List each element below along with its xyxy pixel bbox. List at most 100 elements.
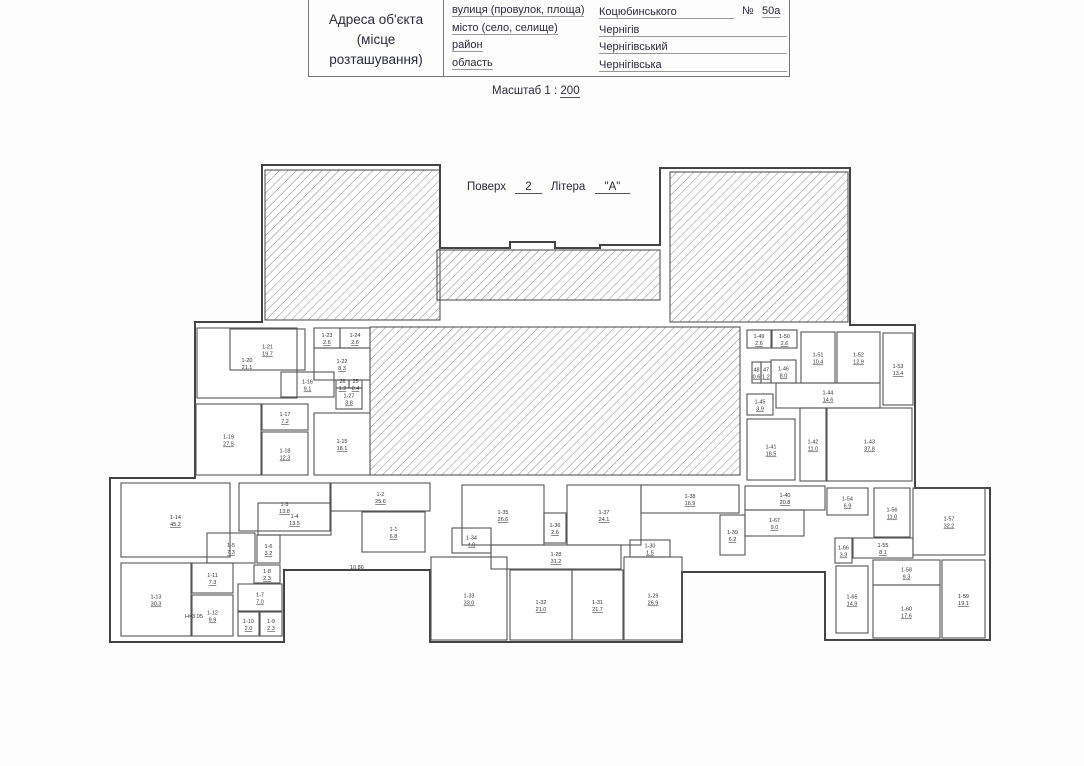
room-outline — [280, 371, 335, 398]
room-1-67: 1-679.0 — [744, 509, 805, 537]
room-outline — [191, 594, 234, 637]
room-area: 6.8 — [390, 534, 398, 540]
corridor-dimension: 10.86 — [350, 565, 364, 571]
room-area: 2.6 — [351, 340, 359, 346]
room-number: 1-6 — [265, 544, 273, 550]
room-outline — [800, 331, 836, 384]
room-1-66: 1-663.3 — [834, 537, 853, 564]
room-outline — [826, 487, 869, 516]
room-area: 6.2 — [729, 537, 737, 543]
city-value: Чернігів — [599, 24, 787, 37]
room-1-24: 1-242.6 — [339, 327, 371, 349]
room-outline — [261, 431, 309, 476]
room-number: 1-13 — [150, 595, 161, 601]
room-area: 3.8 — [345, 401, 353, 407]
region-row: область Чернігівська — [452, 55, 787, 73]
room-area: 7.0 — [256, 600, 264, 606]
room-number: 1-27 — [343, 394, 354, 400]
room-area: 9.0 — [771, 525, 779, 531]
room-area: 7.2 — [281, 419, 289, 425]
room-outline — [430, 556, 508, 641]
room-number: 1-35 — [497, 510, 508, 516]
room-outline — [259, 611, 283, 637]
room-outline — [744, 509, 805, 537]
room-number: 1-16 — [302, 380, 313, 386]
room-area: 1.5 — [646, 551, 654, 557]
room-outline — [835, 565, 869, 634]
district-label: район — [452, 39, 483, 52]
room-number: 1-30 — [644, 544, 655, 550]
room-1-4: 1-413.5 — [257, 502, 332, 536]
room-48: 480.6 — [751, 361, 762, 384]
room-area: 2.6 — [755, 341, 763, 347]
room-area: 2.3 — [263, 576, 271, 582]
room-number: 1-2 — [377, 492, 385, 498]
letter-value: "А" — [594, 181, 631, 194]
room-number: 1-42 — [807, 440, 818, 446]
room-area: 13.5 — [289, 521, 300, 527]
room-area: 21.7 — [592, 607, 603, 613]
room-outline — [629, 539, 671, 558]
room-number: 1-66 — [838, 546, 849, 552]
room-area: 12.3 — [280, 456, 291, 462]
room-area: 32.2 — [944, 524, 955, 530]
city-row: місто (село, селище) Чернігів — [452, 20, 787, 38]
room-area: 2.6 — [781, 341, 789, 347]
other-owner-areas — [264, 169, 849, 476]
rooms: 1-16.81-225.61-313.81-413.51-57.31-63.21… — [120, 327, 986, 641]
room-area: 13.8 — [279, 509, 290, 515]
room-area: 2.6 — [323, 340, 331, 346]
city-label: місто (село, селище) — [452, 22, 558, 35]
street-value: Коцюбинського — [599, 6, 734, 19]
room-area: 24.1 — [599, 517, 610, 523]
room-outline — [834, 537, 853, 564]
room-number: 1-15 — [336, 439, 347, 445]
room-number: 1-46 — [778, 367, 789, 373]
room-number: 1-4 — [291, 514, 299, 520]
room-area: 14.9 — [847, 602, 858, 608]
room-1-7: 1-77.0 — [237, 583, 283, 612]
room-number: 1-50 — [779, 334, 790, 340]
room-outline — [361, 511, 426, 553]
room-number: 1-22 — [336, 359, 347, 365]
room-1-1: 1-16.8 — [361, 511, 426, 553]
room-area: 21.0 — [536, 607, 547, 613]
number-label: № — [742, 5, 754, 17]
room-1-11: 1-117.3 — [191, 562, 234, 594]
room-area: 45.2 — [170, 522, 181, 528]
room-number: 1-43 — [864, 440, 875, 446]
room-area: 31.2 — [551, 559, 562, 565]
room-number: 1-23 — [321, 333, 332, 339]
region-value: Чернігівська — [599, 59, 787, 72]
room-area: 0.4 — [352, 386, 360, 392]
room-area: 37.8 — [864, 447, 875, 453]
room-outline — [872, 584, 941, 639]
room-area: 3.3 — [840, 553, 848, 559]
room-number: 1-38 — [684, 494, 695, 500]
room-outline — [120, 482, 231, 558]
room-area: 8.3 — [338, 366, 346, 372]
room-area: 19.7 — [262, 352, 273, 358]
address-subtitle: (місце розташування) — [329, 32, 423, 67]
room-area: 19.1 — [958, 601, 969, 607]
address-table: Адреса об'єкта (місце розташування) вули… — [308, 0, 790, 77]
room-1-2: 1-225.6 — [330, 482, 431, 512]
room-number: 1-56 — [886, 508, 897, 514]
room-area: 20.8 — [780, 500, 791, 506]
room-number: 1-17 — [279, 412, 290, 418]
room-number: 48 — [753, 368, 759, 374]
room-area: 11.0 — [887, 515, 897, 521]
room-1-27: 1-273.8 — [335, 387, 363, 410]
room-area: 13.4 — [893, 371, 904, 377]
room-number: 1-53 — [892, 364, 903, 370]
room-outline — [191, 562, 234, 594]
room-1-49: 1-492.6 — [746, 329, 772, 349]
room-area: 33.0 — [464, 601, 475, 607]
room-number: 1-31 — [592, 600, 603, 606]
